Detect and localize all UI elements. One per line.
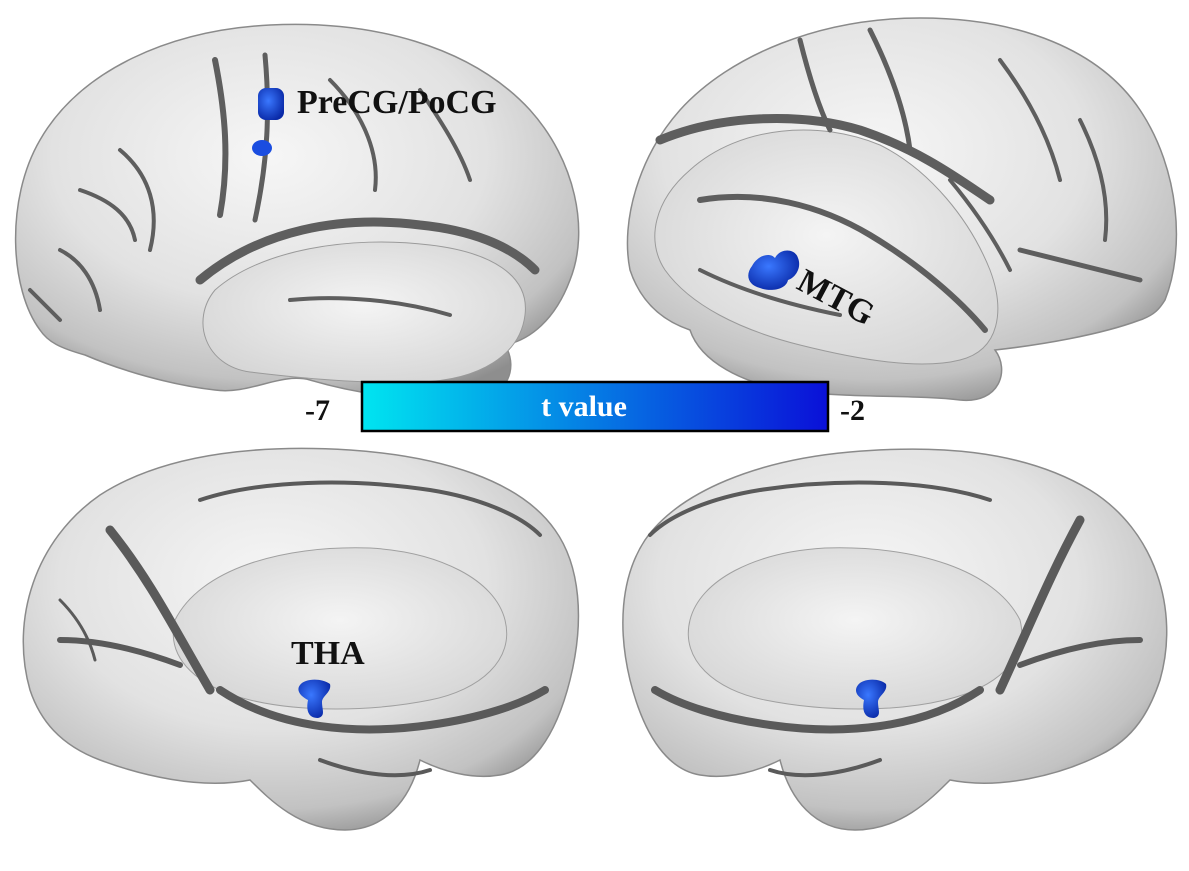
left-lateral-sulci: [28, 52, 540, 322]
right-lateral-sulci: [655, 27, 1143, 333]
mtg-activation: [748, 250, 800, 290]
precg-pocg-activation-small: [252, 140, 272, 156]
right-corpus-callosum: [687, 547, 1023, 710]
left-temporal-lobe: [202, 241, 526, 383]
right-medial-sulci: [648, 480, 1143, 778]
tha-activation-right: [856, 679, 887, 718]
left-medial-hemisphere: [22, 447, 580, 831]
left-medial-sulci: [57, 480, 549, 778]
right-lateral-hemisphere: [626, 17, 1178, 401]
right-temporal-lobe: [654, 129, 999, 365]
colorbar: t value -7 -2: [305, 380, 865, 433]
colorbar-title: t value: [541, 390, 627, 423]
colorbar-max-label: -2: [840, 394, 865, 427]
left-corpus-callosum: [172, 547, 508, 710]
colorbar-gradient: [360, 380, 830, 433]
precg-pocg-activation: [258, 88, 284, 120]
left-lateral-hemisphere: [14, 23, 580, 402]
right-medial-hemisphere: [622, 448, 1168, 831]
label-tha: THA: [291, 635, 365, 672]
label-precg-pocg: PreCG/PoCG: [297, 84, 497, 121]
colorbar-min-label: -7: [305, 394, 330, 427]
tha-activation-left: [298, 679, 331, 718]
